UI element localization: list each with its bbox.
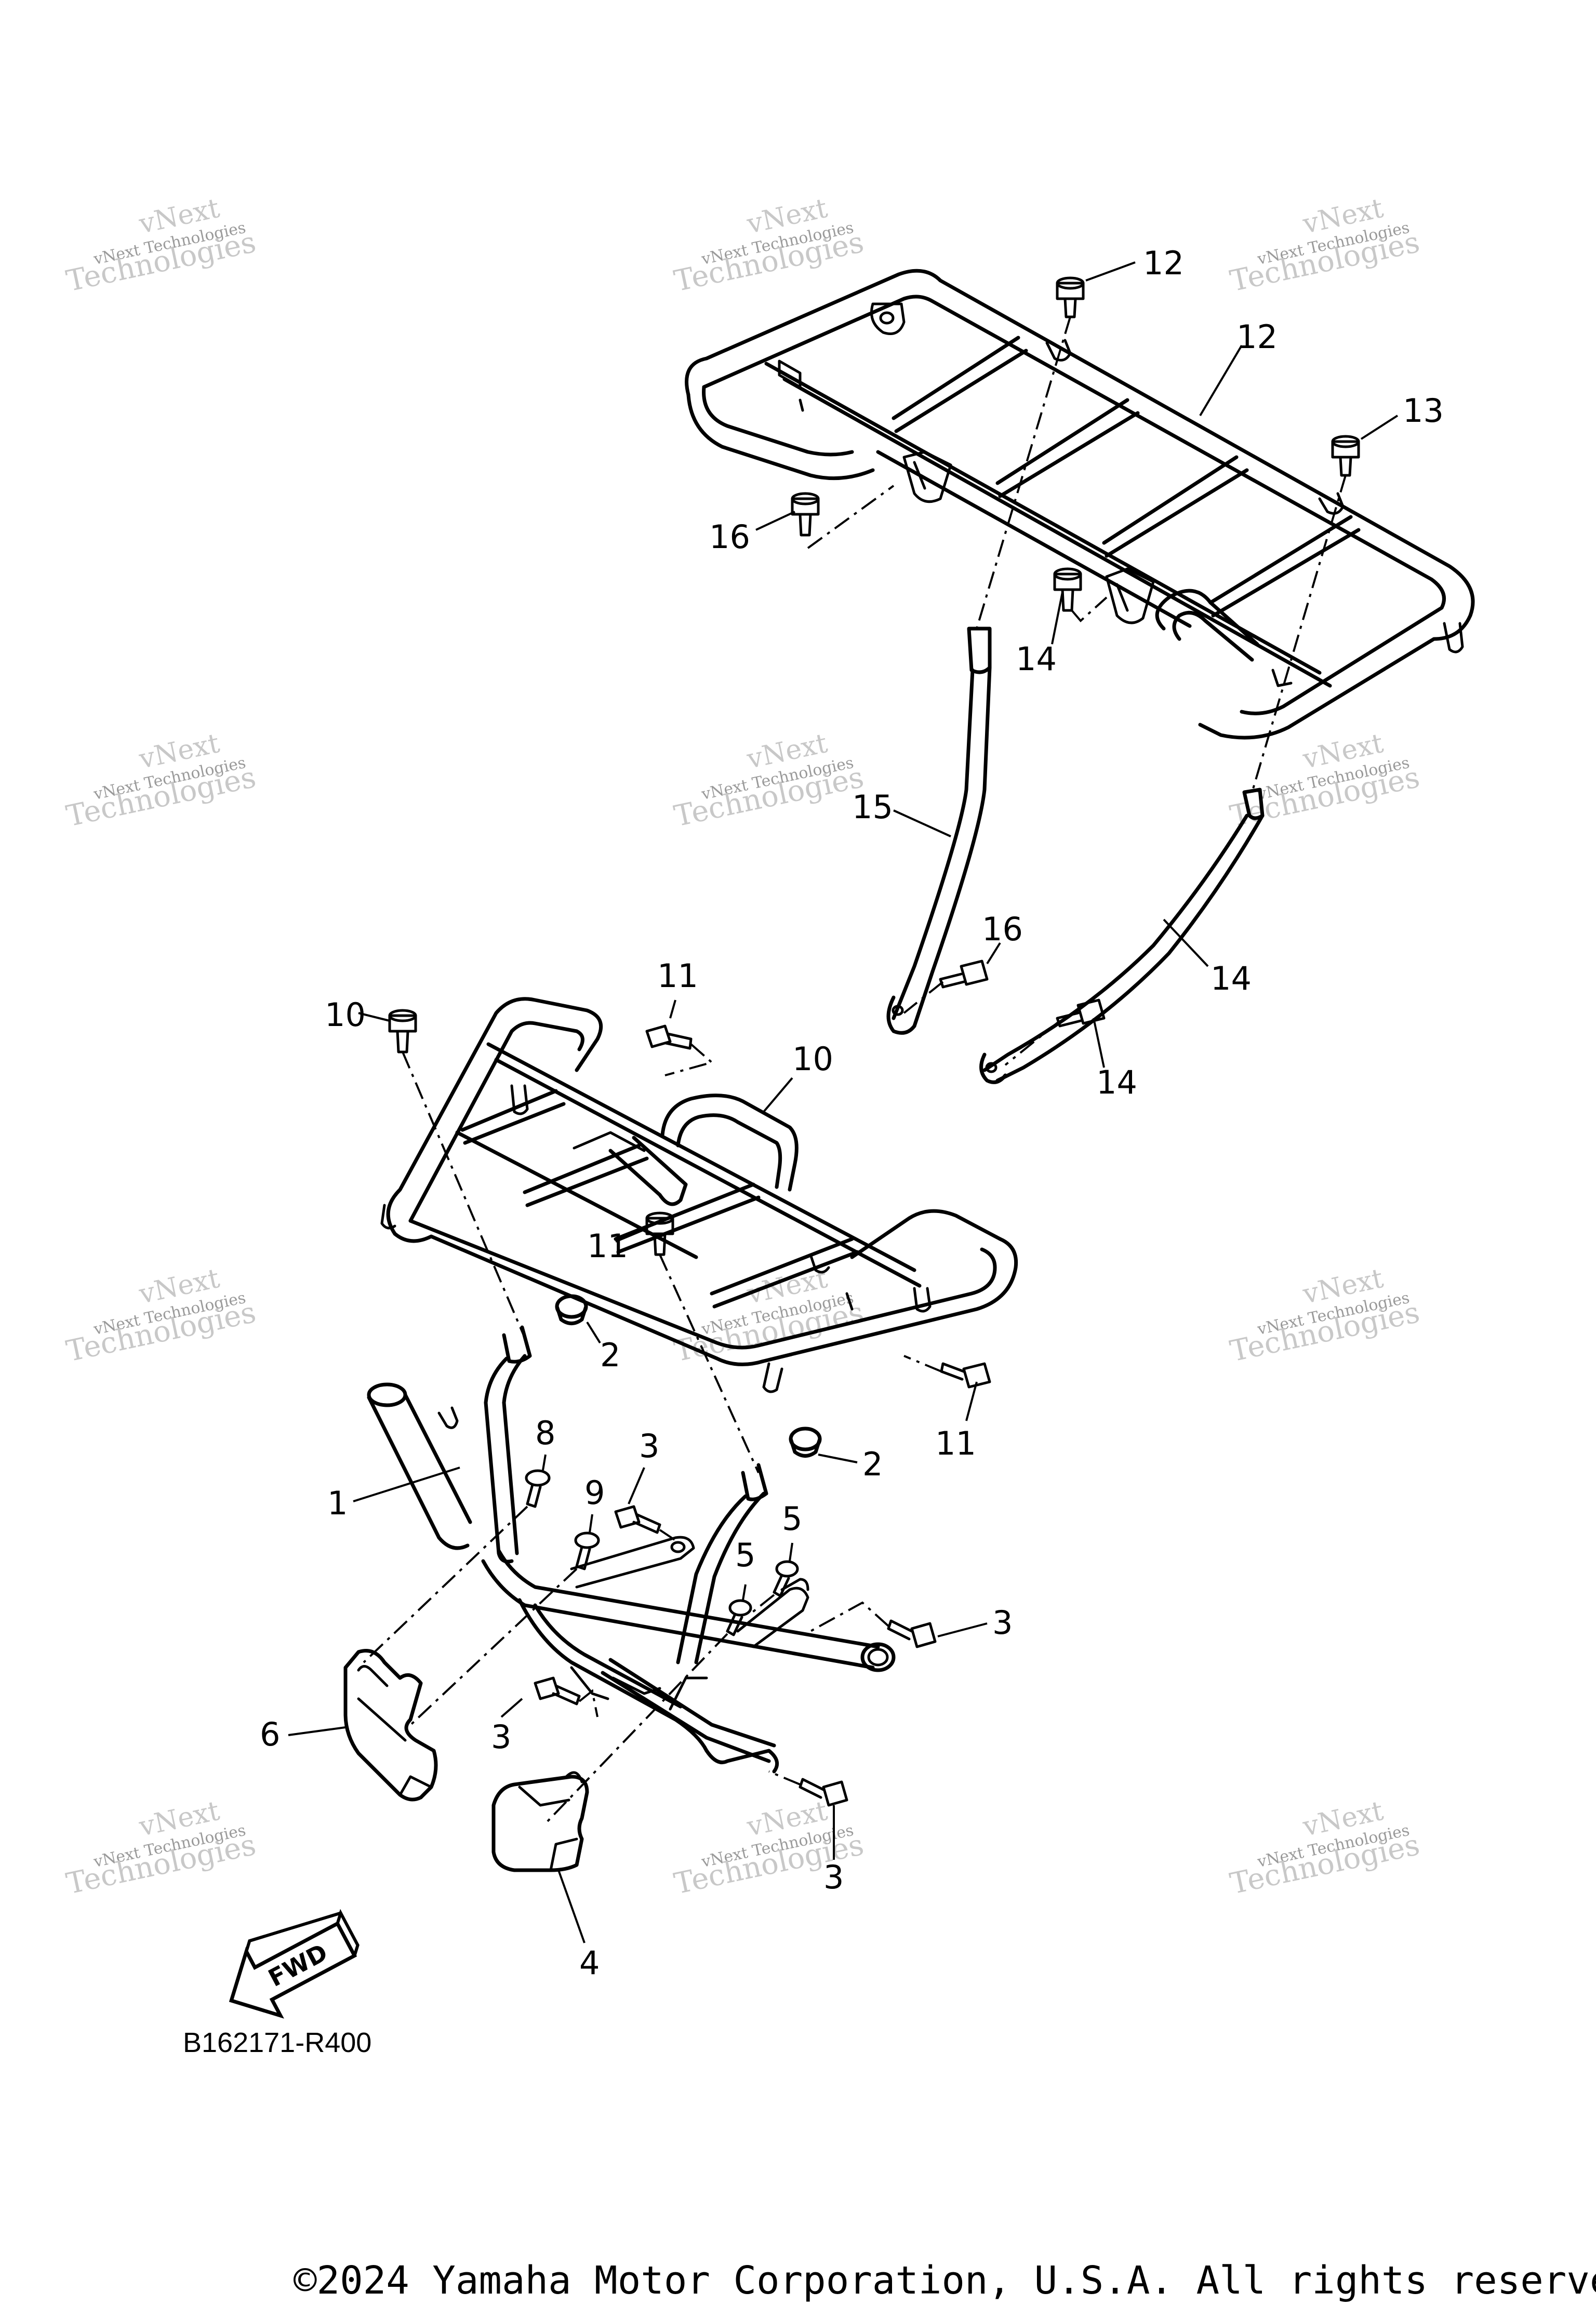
callout-9b: 11 [587,1227,628,1265]
bolt-10-right [940,1362,991,1389]
watermark-r4c1: vNext Technologies vNext Technologies [63,1795,259,1901]
watermark-r4c3: vNext Technologies vNext Technologies [1227,1795,1422,1901]
callout-15: 15 [852,788,893,826]
callouts: 12 12 13 16 14 15 16 14 14 10 11 10 11 2… [260,244,1444,1982]
rear-carrier-11 [685,269,1475,740]
bolt-14-top [1053,567,1082,612]
callout-7a: 8 [535,1414,555,1452]
callout-2b: 2 [862,1445,883,1483]
callout-3a: 3 [639,1427,659,1465]
callout-14b: 14 [1096,1063,1137,1101]
copyright-notice: ©2024 Yamaha Motor Corporation, U.S.A. A… [294,2258,1596,2303]
grip-2-left [555,1294,588,1325]
bolt-10-top [645,1024,693,1050]
watermark-r3c1: vNext Technologies vNext Technologies [63,1263,259,1369]
guard-6 [343,1649,438,1802]
callout-1: 1 [327,1484,348,1522]
bolt-16-top [791,492,820,537]
bolt-3-left [534,1676,581,1706]
stay-13 [979,788,1265,1084]
bolt-9-middle [645,1211,674,1256]
watermark-r1c1: vNext Technologies vNext Technologies [63,193,259,299]
watermark-r2c2: vNext Technologies vNext Technologies [671,728,867,834]
guard-4 [491,1771,589,1872]
bolt-9-top [388,1009,417,1054]
leader-lines [288,261,1399,1943]
callout-4: 4 [579,1944,600,1982]
fwd-arrow-icon: FWD [229,1909,360,2019]
callout-10a: 11 [657,957,698,995]
callout-12b: 13 [1403,392,1444,430]
callout-9a: 10 [325,996,366,1034]
callout-7b: 9 [584,1474,605,1512]
callout-3c: 3 [491,1718,511,1756]
callout-5b: 5 [735,1536,755,1574]
bolt-16-bottom [939,960,989,989]
bolt-5-upper [773,1560,799,1597]
callout-6: 6 [260,1715,280,1753]
callout-10b: 11 [935,1424,976,1462]
callout-16b: 16 [982,910,1023,948]
watermark-r3c3: vNext Technologies vNext Technologies [1227,1263,1422,1369]
bolt-3-right [887,1619,937,1648]
callout-16a: 16 [709,518,750,556]
bolt-12-right [1331,435,1360,477]
front-guard-1 [367,1325,896,1774]
watermark-r1c2: vNext Technologies vNext Technologies [671,193,867,299]
bolt-5-lower [726,1599,752,1636]
bolt-7-lower [574,1531,600,1570]
bolt-14-bottom [1056,998,1106,1028]
diagram-reference-code: B162171-R400 [183,2027,371,2058]
grip-2-right [789,1427,822,1458]
reference-lines [363,316,1347,1824]
watermark-r2c1: vNext Technologies vNext Technologies [63,728,259,834]
bolt-3-upper [614,1505,661,1534]
callout-3d: 3 [823,1858,844,1896]
callout-3b: 3 [992,1604,1013,1642]
callout-8: 10 [792,1040,833,1078]
bolt-12-top [1056,276,1085,318]
front-carrier-8 [380,997,1018,1393]
callout-12a: 12 [1143,244,1184,282]
watermark-r1c3: vNext Technologies vNext Technologies [1227,193,1422,299]
callout-14a: 14 [1016,640,1057,678]
callout-5a: 5 [782,1500,802,1538]
bolt-3-bottom [799,1778,848,1807]
bolt-7-upper [525,1469,551,1508]
callout-13: 14 [1211,960,1252,997]
stay-15 [886,627,992,1035]
callout-11: 12 [1236,318,1278,356]
callout-2a: 2 [600,1336,620,1374]
